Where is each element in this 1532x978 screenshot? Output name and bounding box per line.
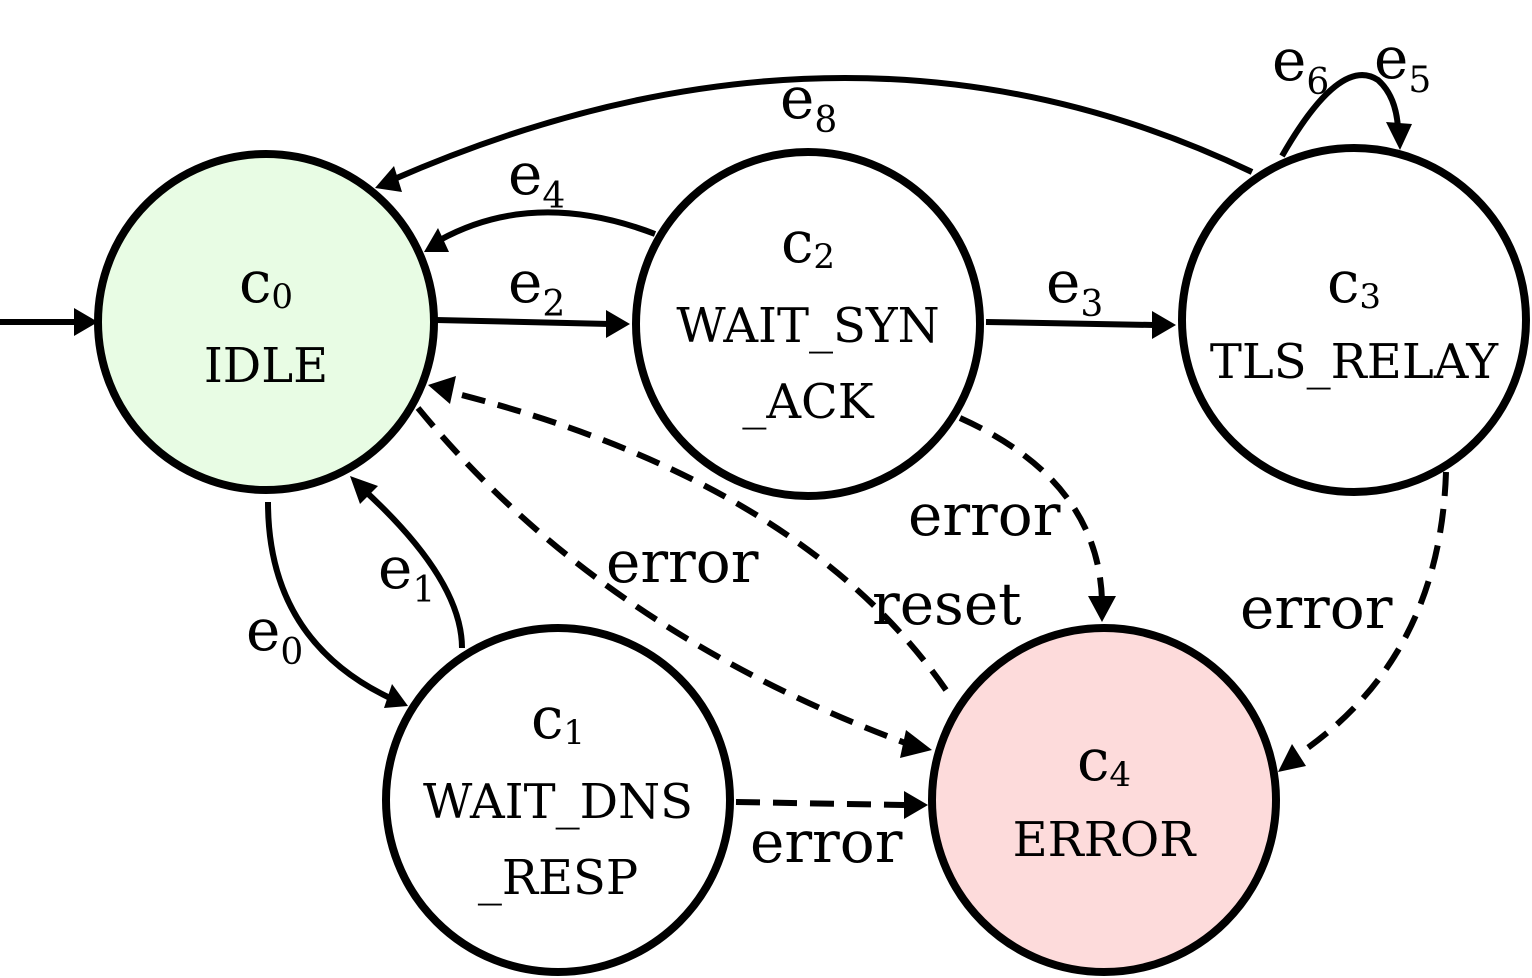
state-c3: c3 TLS_RELAY [1178, 144, 1530, 496]
label-error-c3: error [1240, 574, 1393, 642]
initial-arrow [0, 308, 98, 336]
edge-error-c0 [415, 406, 932, 758]
state-c2-id: c2 [781, 208, 835, 277]
state-c4-id: c4 [1077, 726, 1131, 795]
state-c0-circle [94, 150, 438, 494]
state-c4-circle [928, 624, 1280, 976]
label-error-c0: error [606, 528, 759, 596]
edge-error-c3 [1278, 471, 1449, 772]
state-c2-name-line1: WAIT_SYN [676, 298, 939, 354]
label-e3: e3 [1046, 248, 1103, 325]
edge-e8 [375, 74, 1254, 192]
edge-e3 [985, 311, 1176, 339]
state-c0: c0 IDLE [94, 150, 438, 494]
edge-e1 [350, 476, 465, 649]
state-c1-circle [382, 624, 734, 976]
state-c1-name-line2: _RESP [478, 850, 638, 906]
label-e0: e0 [246, 596, 303, 673]
state-c4-name: ERROR [1013, 812, 1198, 868]
edge-e4 [424, 209, 657, 252]
label-e8: e8 [780, 64, 837, 141]
state-c2: c2 WAIT_SYN _ACK [632, 148, 984, 500]
edge-error-c2 [958, 415, 1116, 622]
state-c1-name-line1: WAIT_DNS [423, 774, 693, 830]
state-c3-circle [1178, 144, 1530, 496]
label-reset: reset [872, 570, 1021, 638]
label-e6: e6 [1272, 26, 1329, 103]
label-e4: e4 [508, 140, 565, 217]
state-c2-circle [632, 148, 984, 500]
label-error-c2: error [908, 481, 1061, 549]
state-c0-name: IDLE [204, 338, 328, 394]
state-c1: c1 WAIT_DNS _RESP [382, 624, 734, 976]
edge-e2 [435, 310, 630, 338]
state-c0-id: c0 [239, 248, 293, 317]
label-e1: e1 [378, 534, 435, 611]
edge-e0 [265, 501, 408, 708]
label-e5: e5 [1374, 24, 1431, 101]
state-c3-name: TLS_RELAY [1210, 334, 1500, 390]
edge-e5-e6-selfloop [1279, 72, 1412, 158]
state-c3-id: c3 [1327, 248, 1381, 317]
state-c1-id: c1 [531, 684, 585, 753]
label-e2: e2 [508, 248, 565, 325]
state-c2-name-line2: _ACK [742, 374, 874, 430]
state-c4: c4 ERROR [928, 624, 1280, 976]
label-error-c1: error [750, 808, 903, 876]
edge-reset [428, 376, 949, 692]
edge-error-c1 [735, 791, 928, 819]
